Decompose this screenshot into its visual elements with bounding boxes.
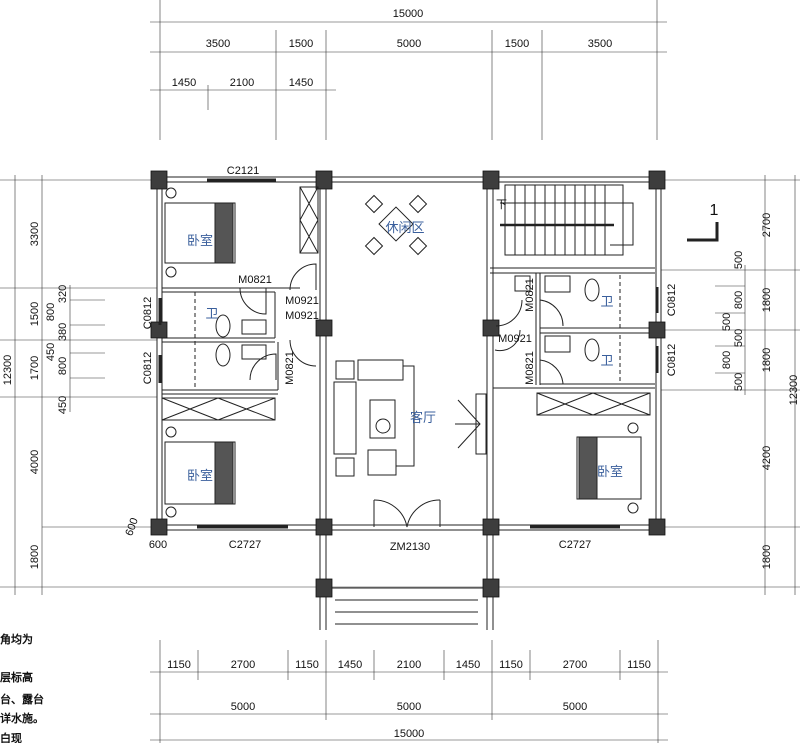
- dim-left: 4000: [29, 450, 41, 474]
- door-label: M0921: [498, 333, 532, 345]
- window-label: C2727: [229, 539, 261, 551]
- dim-bottom: 1450: [456, 659, 480, 671]
- dim-bottom-total: 15000: [394, 728, 425, 740]
- dim-left: 1700: [29, 356, 41, 380]
- dim-left-inner: 800: [45, 303, 57, 321]
- stair-down-label: 下: [496, 199, 507, 211]
- dim-left-total: 12300: [2, 355, 14, 386]
- dim-right: 2700: [761, 213, 773, 237]
- structural-columns: [150, 170, 666, 598]
- room-label-bedroom: 卧室: [597, 464, 623, 480]
- dim-right-inner: 500: [733, 373, 745, 391]
- window-label: C0812: [666, 344, 678, 376]
- dim-column: 600: [123, 516, 141, 537]
- dim-left-inner: 380: [57, 323, 69, 341]
- dim-top: 3500: [588, 38, 612, 50]
- window-label: C0812: [666, 284, 678, 316]
- dim-right-inner: 800: [721, 351, 733, 369]
- door-label: M0921: [285, 310, 319, 322]
- dim-left: 450: [57, 396, 69, 414]
- note-line: 详水施。: [0, 711, 44, 725]
- bottom-dimension-lines: [150, 640, 668, 743]
- right-dimension-labels: 12300 2700 1800 1800 4200 1800 500 800 5…: [721, 213, 800, 569]
- top-dimension-lines: [150, 0, 667, 140]
- staircase: [500, 184, 634, 256]
- dim-bottom: 1150: [295, 659, 319, 671]
- dim-right-inner: 800: [733, 291, 745, 309]
- dim-bottom: 2100: [397, 659, 421, 671]
- door-label: M0821: [238, 274, 272, 286]
- dim-bottom: 5000: [231, 701, 255, 713]
- window-label: C2727: [559, 539, 591, 551]
- dim-top: 1500: [505, 38, 529, 50]
- door-label: M0821: [284, 351, 296, 385]
- room-label-bathroom: 卫: [205, 307, 218, 322]
- note-line: 角均为: [0, 632, 33, 646]
- notes: 角均为 层标高 台、露台 详水施。 白现: [0, 632, 44, 743]
- room-label-living: 客厅: [410, 410, 436, 426]
- note-line: 层标高: [0, 670, 33, 684]
- section-mark-label: 1: [710, 202, 719, 219]
- dim-top-total: 15000: [393, 8, 424, 20]
- room-label-bathroom: 卫: [600, 354, 613, 369]
- furniture: [161, 184, 719, 518]
- dim-right: 4200: [761, 446, 773, 470]
- dim-right-inner: 500: [733, 251, 745, 269]
- dim-bottom: 5000: [563, 701, 587, 713]
- door-label: M0921: [285, 295, 319, 307]
- dim-top: 2100: [230, 77, 254, 89]
- dim-top: 1450: [289, 77, 313, 89]
- dim-top: 1500: [289, 38, 313, 50]
- room-label-bedroom: 卧室: [187, 468, 213, 484]
- dim-left-inner: 320: [57, 285, 69, 303]
- dim-bottom: 1150: [499, 659, 523, 671]
- dim-bottom: 2700: [231, 659, 255, 671]
- window-label: C0812: [142, 352, 154, 384]
- dim-right: 1800: [761, 348, 773, 372]
- doors: [239, 263, 564, 528]
- dim-right: 1800: [761, 545, 773, 569]
- windows: [158, 178, 659, 529]
- dim-left-inner: 800: [57, 357, 69, 375]
- dim-column: 600: [149, 539, 167, 551]
- note-line: 白现: [0, 731, 22, 743]
- dim-top: 1450: [172, 77, 196, 89]
- dim-bottom: 1450: [338, 659, 362, 671]
- dim-bottom: 1150: [167, 659, 191, 671]
- dim-right-inner: 500: [721, 313, 733, 331]
- room-label-leisure: 休闲区: [385, 221, 424, 236]
- room-label-bedroom: 卧室: [187, 233, 213, 249]
- window-label: C0812: [142, 297, 154, 329]
- dim-bottom: 1150: [627, 659, 651, 671]
- window-label: C2121: [227, 165, 259, 177]
- left-dimension-lines: [0, 175, 800, 595]
- note-line: 台、露台: [0, 692, 44, 706]
- right-dimension-lines: [657, 175, 800, 595]
- left-dimension-labels: 12300 3300 1500 1700 450 4000 1800 320 8…: [2, 222, 167, 569]
- door-label: M0821: [524, 278, 536, 312]
- dim-left: 3300: [29, 222, 41, 246]
- dim-bottom: 2700: [563, 659, 587, 671]
- room-label-bathroom: 卫: [600, 295, 613, 310]
- dim-bottom: 5000: [397, 701, 421, 713]
- dim-right: 1800: [761, 288, 773, 312]
- dim-left: 1800: [29, 545, 41, 569]
- dim-right-inner: 500: [733, 329, 745, 347]
- dim-top: 3500: [206, 38, 230, 50]
- dim-left-inner: 450: [45, 343, 57, 361]
- dim-top: 5000: [397, 38, 421, 50]
- door-label: M0821: [524, 351, 536, 385]
- dim-left: 1500: [29, 302, 41, 326]
- dim-right-total: 12300: [788, 375, 800, 406]
- door-label: ZM2130: [390, 541, 430, 553]
